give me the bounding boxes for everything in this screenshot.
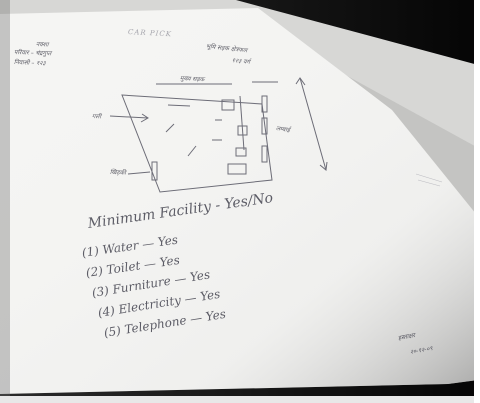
paper-shading [0, 8, 478, 394]
door-mark-3 [261, 145, 268, 163]
item-number: (4) [96, 303, 116, 320]
bleed-through-marks [415, 173, 443, 187]
diagram-bottom-left-label: खिड़की [109, 169, 126, 177]
plan-outline [121, 94, 273, 193]
room-box-2 [237, 125, 248, 136]
inner-arrow-3 [187, 145, 197, 157]
room-box-4 [227, 163, 247, 175]
item-number: (2) [85, 263, 104, 280]
inner-arrow-2 [165, 123, 175, 133]
item-answer: Yes [158, 252, 181, 270]
window-mark [151, 161, 158, 181]
bottom-white-strip [0, 396, 480, 403]
right-white-strip [474, 0, 480, 403]
header-left-line-3: निवासी – १२३ [13, 59, 46, 68]
entry-arrow [109, 115, 149, 119]
left-edge-shadow [0, 0, 10, 403]
dimension-line [299, 77, 327, 171]
item-answer: Yes [156, 232, 179, 250]
diagram-top-label: मुख्य सड़क [179, 75, 205, 84]
inner-arrow-1 [167, 104, 191, 107]
header-right-line-2: १२३ वर्ग [231, 57, 251, 66]
header-left-line-1: नक्शा [35, 41, 49, 49]
room-box-1 [221, 99, 235, 111]
header-left-line-2: परिवार – चंद्रगुप्त [13, 49, 52, 58]
door-mark-1 [261, 95, 268, 113]
item-number: (1) [81, 243, 100, 260]
item-number: (3) [90, 283, 110, 300]
item-number: (5) [102, 323, 122, 340]
door-mark-2 [261, 117, 268, 135]
house-plan-diagram [109, 77, 328, 193]
window-leader-line [127, 171, 151, 175]
plan-inner-line [239, 95, 245, 151]
room-box-3 [235, 147, 247, 157]
diagram-left-label: गली [91, 113, 102, 121]
